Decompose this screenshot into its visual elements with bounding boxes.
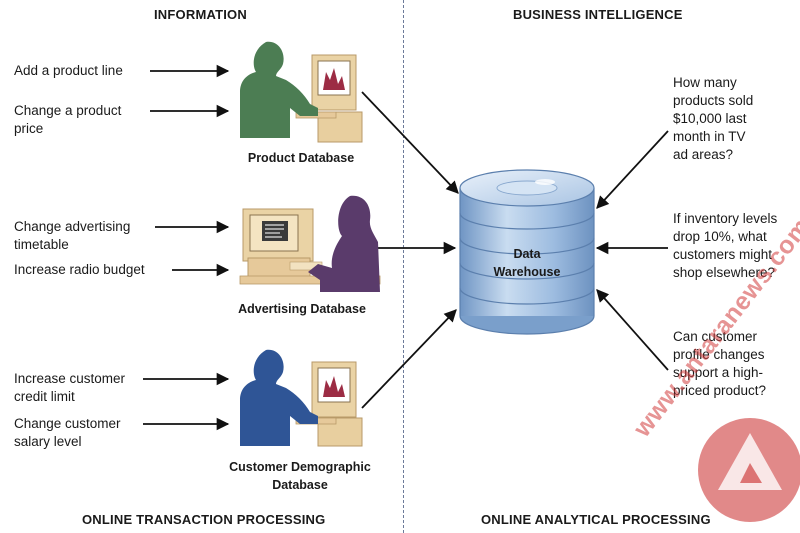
section-divider <box>403 0 404 533</box>
input-change-price-line2: price <box>14 121 44 136</box>
label-advertising-database: Advertising Database <box>238 302 366 316</box>
input-change-salary-line2: salary level <box>14 434 82 449</box>
arrow-q1 <box>596 130 669 209</box>
header-business-intelligence: BUSINESS INTELLIGENCE <box>513 7 683 22</box>
input-increase-radio: Increase radio budget <box>14 262 145 277</box>
question-tv-ads-line2: products sold <box>673 93 754 108</box>
question-tv-ads-line5: ad areas? <box>673 147 734 162</box>
input-change-advertising-line2: timetable <box>14 237 69 252</box>
question-tv-ads-line1: How many <box>673 75 737 90</box>
question-inventory: If inventory levels drop 10%, what custo… <box>673 210 777 282</box>
label-customer-database-line1: Customer Demographic <box>229 460 371 474</box>
question-tv-ads-line4: month in TV <box>673 129 746 144</box>
question-customer-profile: Can customer profile changes support a h… <box>673 328 766 400</box>
warehouse-label-line1: Data <box>513 247 541 261</box>
input-change-price-line1: Change a product <box>14 103 122 118</box>
label-product-database: Product Database <box>247 151 355 165</box>
data-warehouse-cylinder <box>459 169 595 335</box>
header-information: INFORMATION <box>154 7 247 22</box>
advertising-database-illustration <box>239 195 381 292</box>
database-arrows <box>361 91 459 409</box>
question-inventory-line2: drop 10%, what <box>673 229 767 244</box>
arrow-customer-to-warehouse <box>361 309 457 409</box>
question-arrows <box>595 130 669 371</box>
label-customer-database-line2: Database <box>272 478 328 492</box>
footer-oltp: ONLINE TRANSACTION PROCESSING <box>82 512 326 527</box>
input-change-advertising-line1: Change advertising <box>14 219 131 234</box>
input-add-product-line: Add a product line <box>14 63 123 78</box>
question-profile-line2: profile changes <box>673 347 765 362</box>
input-change-salary-line1: Change customer <box>14 416 121 431</box>
footer-olap: ONLINE ANALYTICAL PROCESSING <box>481 512 711 527</box>
question-tv-ads-line3: $10,000 last <box>673 111 747 126</box>
product-database-illustration <box>240 41 363 143</box>
warehouse-label-line2: Warehouse <box>493 265 561 279</box>
question-inventory-line1: If inventory levels <box>673 211 778 226</box>
question-tv-ads: How many products sold $10,000 last mont… <box>673 74 753 164</box>
arrow-q3 <box>596 289 669 371</box>
input-arrows <box>143 64 230 431</box>
question-inventory-line3: customers might <box>673 247 773 262</box>
question-profile-line4: priced product? <box>673 383 767 398</box>
question-profile-line1: Can customer <box>673 329 758 344</box>
arrow-product-to-warehouse <box>361 91 459 194</box>
question-profile-line3: support a high- <box>673 365 764 380</box>
watermark-logo-icon <box>698 418 800 522</box>
input-increase-credit-line1: Increase customer <box>14 371 126 386</box>
question-inventory-line4: shop elsewhere? <box>673 265 776 280</box>
customer-database-illustration <box>240 349 363 447</box>
input-increase-credit-line2: credit limit <box>14 389 75 404</box>
